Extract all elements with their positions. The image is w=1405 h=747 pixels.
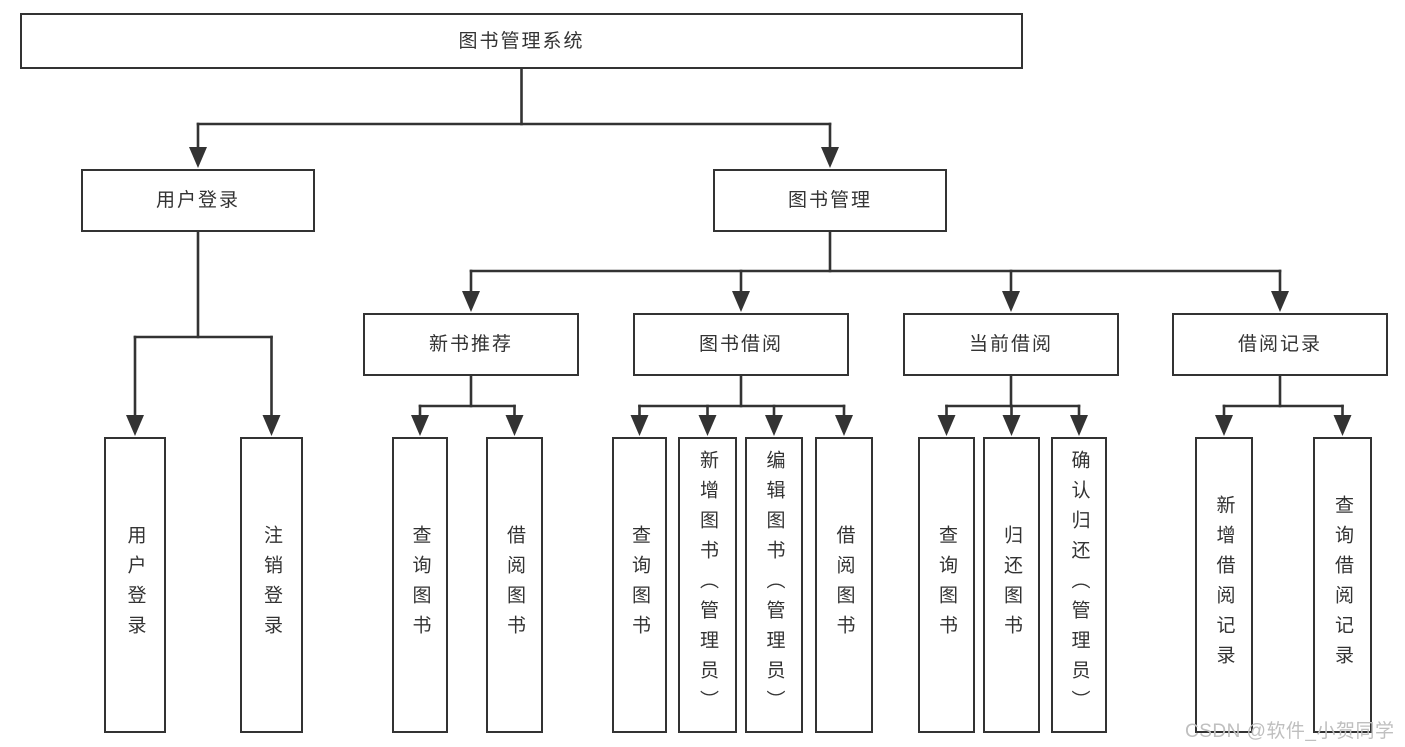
node-label: 查询图书 [629,525,650,645]
arrowhead-icon [698,415,717,436]
node-login-user-login: 用户登录 [104,437,166,733]
node-user-login: 用户登录 [81,169,315,232]
arrowhead-icon [1070,415,1088,436]
node-current-return-books: 归还图书 [983,437,1040,733]
node-borrowing-query-books: 查询图书 [612,437,667,733]
node-borrowing-add-books: 新增图书（管理员） [678,437,737,733]
node-label: 图书借阅 [698,334,783,355]
arrowhead-icon [732,291,750,312]
arrowhead-icon [189,147,207,168]
arrowhead-icon [411,415,429,436]
node-label: 图书管理系统 [458,30,585,52]
node-label: 新增借阅记录 [1213,495,1235,675]
arrowhead-icon [937,415,956,436]
node-current-borrowing: 当前借阅 [903,313,1119,376]
arrowhead-icon [821,147,839,168]
node-root: 图书管理系统 [20,13,1023,69]
node-recommend-query-books: 查询图书 [392,437,448,733]
node-records-query-record: 查询借阅记录 [1313,437,1372,733]
node-borrowing-borrow-books: 借阅图书 [815,437,873,733]
node-new-book-recommend: 新书推荐 [363,313,579,376]
arrowhead-icon [262,415,281,436]
node-borrowing-records: 借阅记录 [1172,313,1388,376]
node-label: 确认归还（管理员） [1068,450,1090,720]
node-book-management: 图书管理 [713,169,947,232]
node-book-borrowing: 图书借阅 [633,313,849,376]
node-label: 当前借阅 [968,334,1053,355]
node-label: 编辑图书（管理员） [763,450,785,720]
arrowhead-icon [1333,415,1352,436]
arrowhead-icon [1002,415,1021,436]
watermark: CSDN @软件_小贺同学 [1185,721,1395,742]
arrowhead-icon [505,415,524,436]
node-label: 注销登录 [261,525,282,645]
arrowhead-icon [1271,291,1289,312]
node-label: 借阅记录 [1237,334,1322,355]
node-label: 用户登录 [155,190,240,211]
node-label: 用户登录 [124,525,146,645]
node-login-logout: 注销登录 [240,437,303,733]
node-records-add-record: 新增借阅记录 [1195,437,1253,733]
node-label: 查询借阅记录 [1332,495,1353,675]
node-label: 查询图书 [409,525,431,645]
node-label: 借阅图书 [504,525,525,645]
node-label: 新增图书（管理员） [697,450,718,720]
arrowhead-icon [126,415,144,436]
node-label: 借阅图书 [833,525,855,645]
node-label: 图书管理 [787,190,872,211]
arrowhead-icon [835,415,853,436]
node-label: 归还图书 [1001,525,1022,645]
arrowhead-icon [462,291,480,312]
arrowhead-icon [765,415,783,436]
arrowhead-icon [1002,291,1020,312]
arrowhead-icon [1215,415,1233,436]
node-borrowing-edit-books: 编辑图书（管理员） [745,437,803,733]
node-label: 新书推荐 [428,334,513,355]
arrowhead-icon [630,415,649,436]
node-current-confirm-return: 确认归还（管理员） [1051,437,1107,733]
node-label: 查询图书 [936,525,957,645]
node-current-query-books: 查询图书 [918,437,975,733]
node-recommend-borrow-books: 借阅图书 [486,437,543,733]
